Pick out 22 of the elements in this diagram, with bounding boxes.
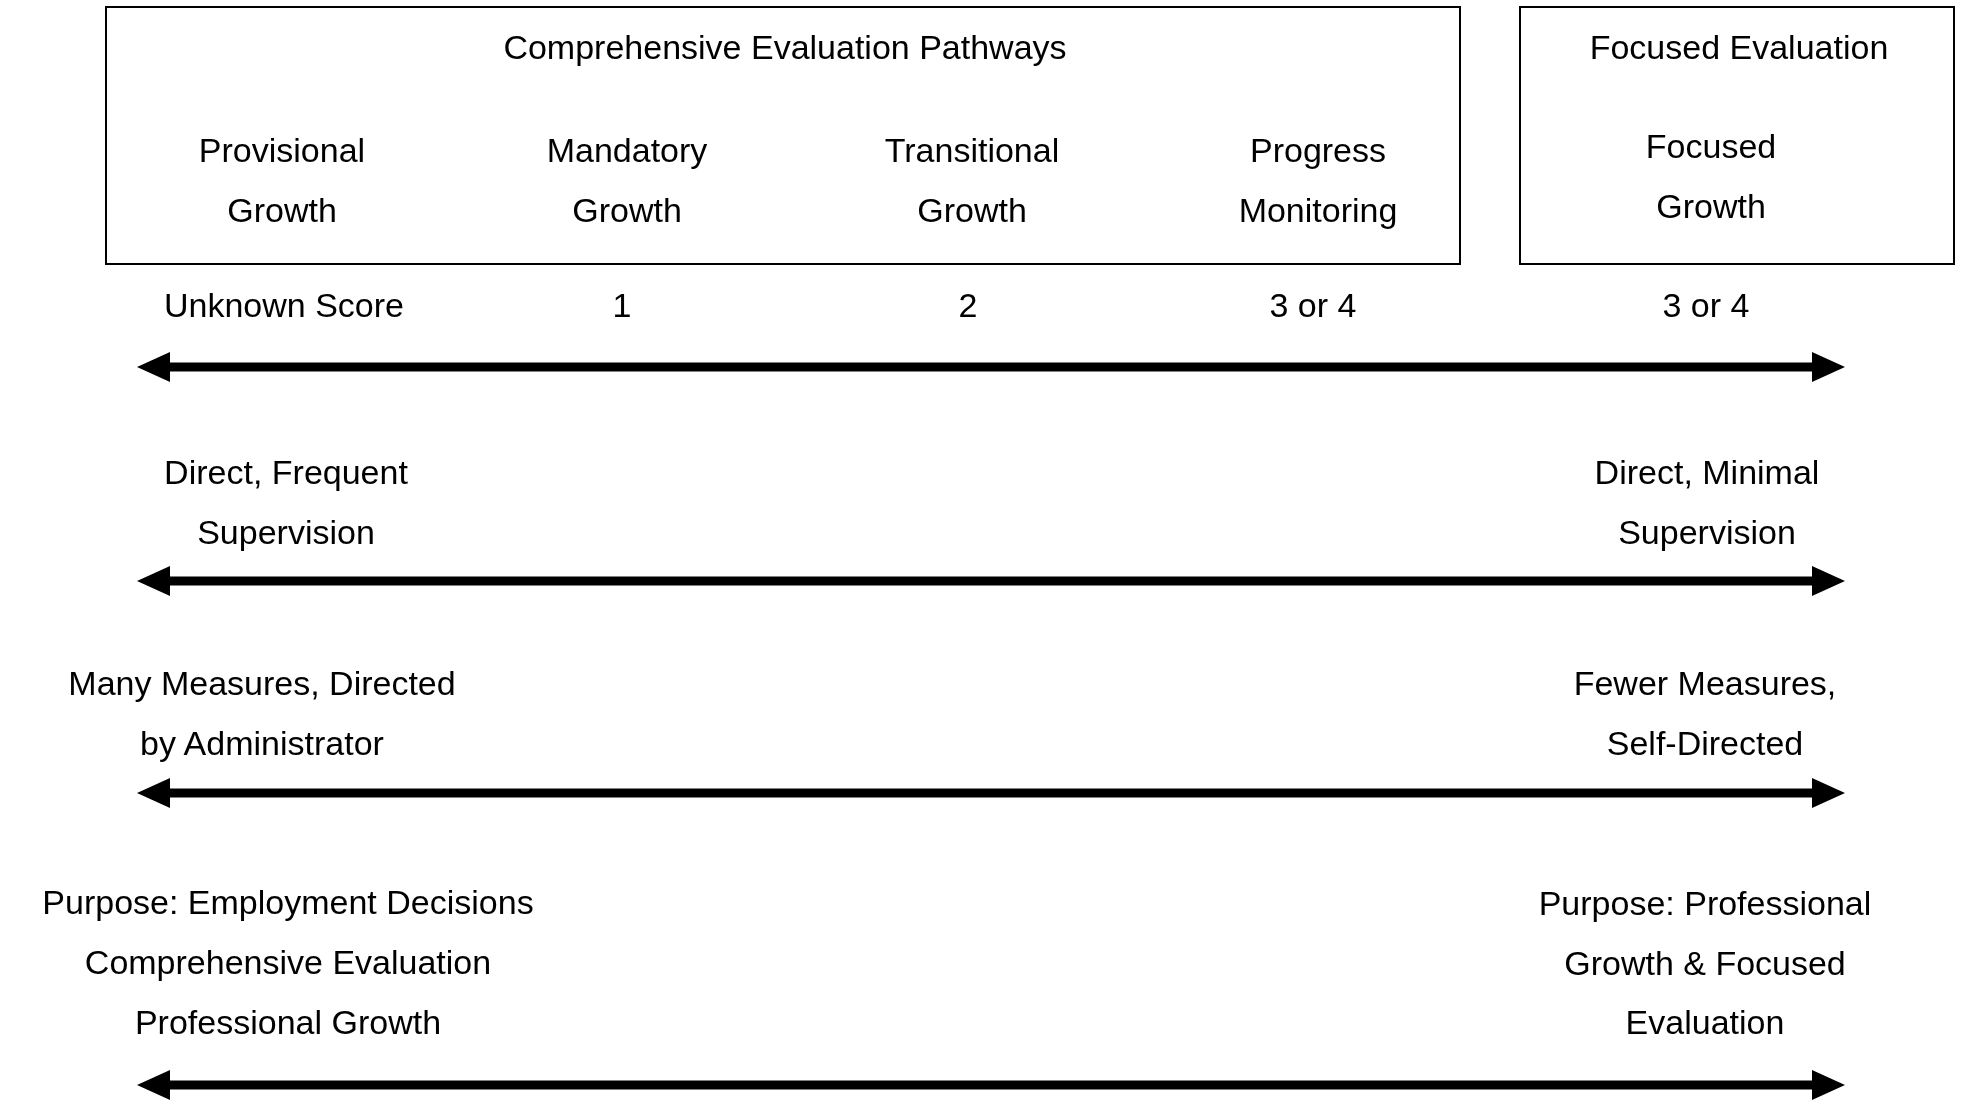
scale-end-label: Fewer Measures, Self-Directed [1572, 662, 1838, 763]
box-heading: Focused Evaluation [1588, 27, 1890, 69]
score-label: 1 [611, 285, 633, 327]
scale-end-label: Direct, Frequent Supervision [163, 451, 409, 553]
scale-end-label: Comprehensive Evaluation [83, 942, 493, 984]
scale-end-label: Direct, Minimal Supervision [1593, 451, 1821, 553]
scale-end-label: Many Measures, Directed by Administrator [67, 662, 457, 764]
category-box [1519, 6, 1955, 265]
scale-end-label: Purpose: Employment Decisions [41, 882, 535, 924]
scale-end-label: Purpose: Professional Growth & Focused Evaluation [1537, 882, 1873, 1043]
pathway-label: Transitional Growth [883, 129, 1061, 230]
box-heading: Comprehensive Evaluation Pathways [502, 27, 1068, 69]
category-box [105, 6, 1461, 265]
scale-end-label: Professional Growth [133, 1002, 443, 1044]
score-label: 2 [957, 285, 979, 327]
pathway-label: Provisional Growth [197, 129, 367, 230]
score-label: 3 or 4 [1268, 285, 1358, 327]
pathway-label: Progress Monitoring [1237, 129, 1399, 231]
pathway-label: Mandatory Growth [545, 129, 709, 230]
pathway-label: Focused Growth [1644, 125, 1778, 226]
score-label: Unknown Score [163, 285, 405, 327]
score-label: 3 or 4 [1661, 285, 1751, 327]
